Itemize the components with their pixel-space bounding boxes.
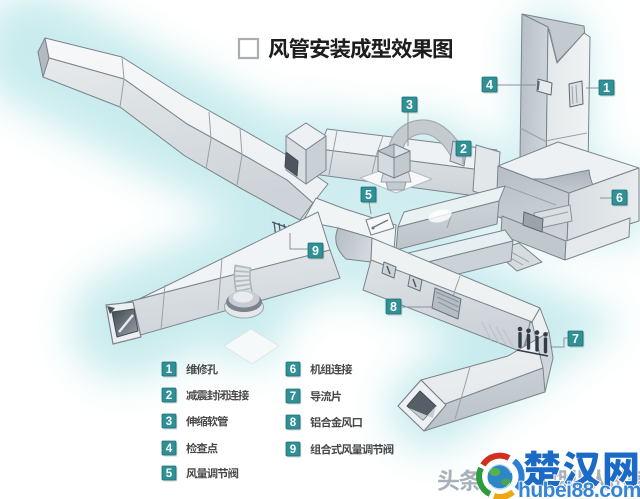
svg-text:4: 4 bbox=[486, 78, 493, 92]
svg-text:7: 7 bbox=[290, 391, 296, 403]
svg-text:9: 9 bbox=[290, 444, 296, 456]
svg-text:9: 9 bbox=[312, 244, 319, 258]
svg-text:8: 8 bbox=[290, 417, 297, 429]
svg-text:3: 3 bbox=[406, 98, 413, 112]
svg-text:8: 8 bbox=[390, 300, 397, 314]
svg-text:hubei88.com: hubei88.com bbox=[518, 479, 640, 499]
svg-text:3: 3 bbox=[166, 416, 172, 428]
svg-text:6: 6 bbox=[290, 364, 296, 376]
svg-text:4: 4 bbox=[166, 443, 173, 455]
svg-text:5: 5 bbox=[166, 468, 173, 480]
svg-text:5: 5 bbox=[365, 188, 372, 202]
svg-text:2: 2 bbox=[166, 390, 172, 402]
svg-text:1: 1 bbox=[166, 364, 173, 376]
svg-text:1: 1 bbox=[603, 81, 610, 95]
svg-text:2: 2 bbox=[460, 142, 467, 156]
svg-text:6: 6 bbox=[616, 191, 623, 205]
svg-text:7: 7 bbox=[572, 332, 579, 346]
